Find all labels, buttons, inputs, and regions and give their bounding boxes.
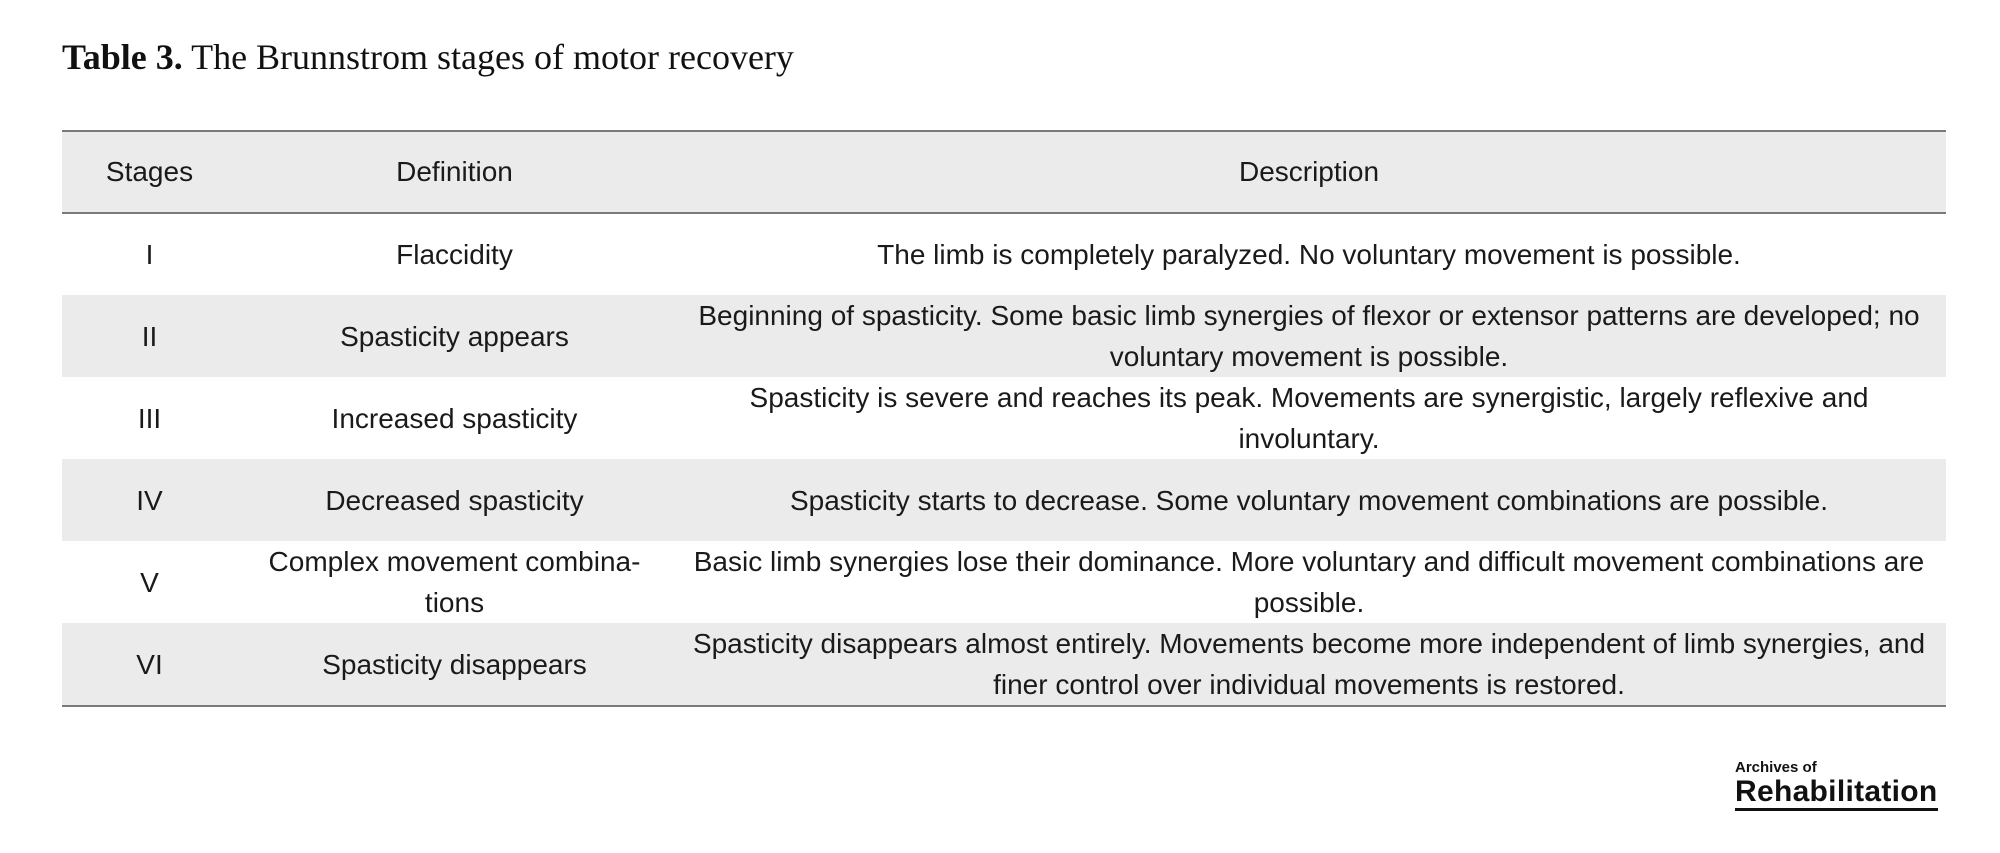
table-caption-label: Table 3. — [62, 37, 183, 77]
stage-cell: VI — [136, 648, 163, 680]
stage-cell: I — [145, 239, 154, 270]
table-row: IV Decreased spasticity Spasticity start… — [62, 459, 1946, 541]
description-cell: Beginning of spasticity. Some basic limb… — [698, 300, 1920, 372]
table-container: Stages Definition Description I Flaccidi… — [62, 130, 1946, 707]
description-cell: Basic limb synergies lose their dominanc… — [693, 546, 1925, 618]
journal-logo: Archives of Rehabilitation — [1735, 760, 1950, 811]
description-cell: Spasticity is severe and reaches its pea… — [749, 382, 1869, 454]
description-cell: Spasticity starts to decrease. Some volu… — [789, 484, 1829, 516]
definition-cell: Spasticity disappears — [322, 648, 587, 680]
table-row: I Flaccidity The limb is completely para… — [62, 213, 1946, 295]
definition-cell: Increased spasticity — [331, 402, 578, 434]
table-header-row: Stages Definition Description — [62, 131, 1946, 213]
stage-cell: V — [140, 566, 159, 598]
definition-cell: Flaccidity — [396, 239, 513, 270]
brunnstrom-stages-table: Stages Definition Description I Flaccidi… — [62, 130, 1946, 707]
description-cell: The limb is completely paralyzed. No vol… — [877, 239, 1741, 270]
definition-cell: Spasticity appears — [340, 320, 569, 352]
journal-logo-bottom-line: Rehabilitation — [1735, 776, 1938, 811]
stage-cell: II — [141, 320, 158, 352]
definition-cell: Complex movement combina-tions — [268, 546, 641, 618]
table-caption-title: The Brunnstrom stages of motor recovery — [191, 37, 794, 77]
table-row: II Spasticity appears Beginning of spast… — [62, 295, 1946, 377]
table-row: V Complex movement combina-tions Basic l… — [62, 541, 1946, 623]
journal-logo-top-line: Archives of — [1735, 759, 1817, 776]
table-row: VI Spasticity disappears Spasticity disa… — [62, 623, 1946, 706]
column-header-definition: Definition — [396, 156, 513, 187]
description-cell: Spasticity disappears almost entirely. M… — [692, 628, 1926, 700]
column-header-description: Description — [1238, 156, 1380, 187]
definition-cell: Decreased spasticity — [325, 484, 584, 516]
table-caption: Table 3. The Brunnstrom stages of motor … — [62, 36, 794, 78]
column-header-stages: Stages — [105, 156, 194, 187]
stage-cell: III — [137, 402, 162, 434]
stage-cell: IV — [136, 484, 163, 516]
table-row: III Increased spasticity Spasticity is s… — [62, 377, 1946, 459]
